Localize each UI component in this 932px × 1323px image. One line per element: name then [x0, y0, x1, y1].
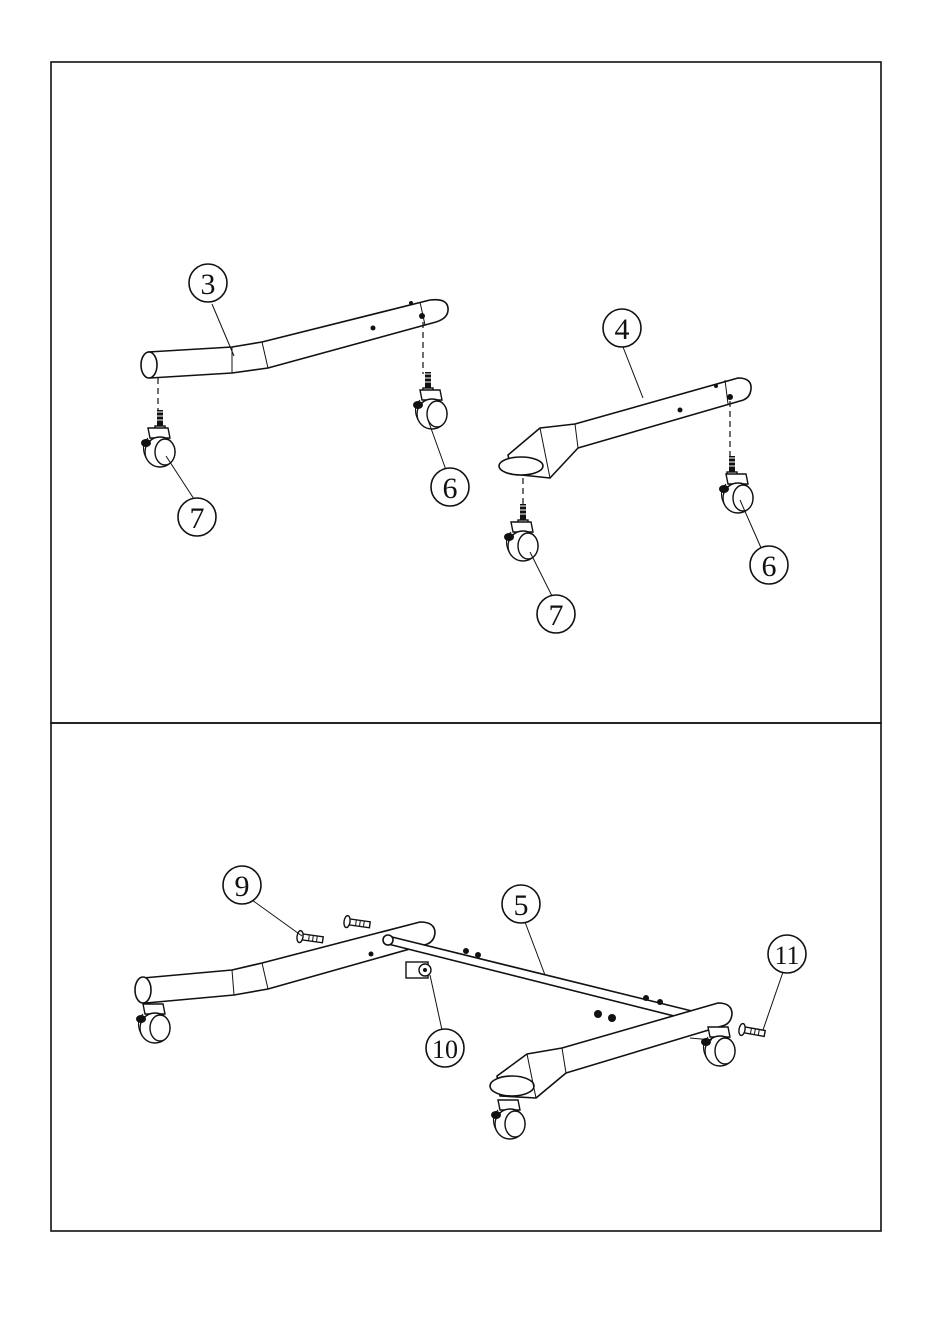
part-7-caster-a	[141, 410, 175, 467]
part-3-leg-tube	[141, 300, 448, 378]
assembled-left-caster	[136, 1004, 170, 1043]
part-6-caster-b	[719, 456, 753, 513]
part-9-bolt-b	[343, 915, 370, 931]
step-1-panel	[51, 62, 881, 723]
svg-text:4: 4	[615, 313, 630, 346]
callout-part-11: 11	[768, 935, 806, 973]
svg-text:6: 6	[762, 550, 777, 583]
part-4-leg-tube	[499, 378, 751, 478]
callout-part-6-b: 6	[750, 546, 788, 584]
svg-text:9: 9	[235, 870, 250, 903]
assembled-left-leg	[135, 922, 435, 1003]
callout-part-6-a: 6	[431, 468, 469, 506]
callout-part-10: 10	[426, 1029, 464, 1067]
part-10-bracket	[406, 962, 431, 978]
callout-part-4: 4	[603, 309, 641, 347]
part-7-caster-b	[504, 504, 538, 561]
assembled-right-front-caster	[491, 1100, 525, 1139]
part-6-caster-a	[413, 372, 447, 429]
svg-text:3: 3	[201, 268, 216, 301]
part-9-bolt-a	[296, 930, 323, 946]
callout-part-7-a: 7	[178, 498, 216, 536]
part-11-bolt	[738, 1023, 766, 1039]
callout-part-5: 5	[502, 885, 540, 923]
svg-text:11: 11	[774, 941, 799, 970]
callout-part-7-b: 7	[537, 595, 575, 633]
svg-text:7: 7	[549, 599, 564, 632]
callout-part-3: 3	[189, 264, 227, 302]
assembled-right-back-caster	[701, 1027, 735, 1066]
svg-text:5: 5	[514, 889, 529, 922]
svg-text:6: 6	[443, 472, 458, 505]
callout-part-9: 9	[223, 866, 261, 904]
svg-text:10: 10	[432, 1035, 458, 1064]
svg-text:7: 7	[190, 502, 205, 535]
